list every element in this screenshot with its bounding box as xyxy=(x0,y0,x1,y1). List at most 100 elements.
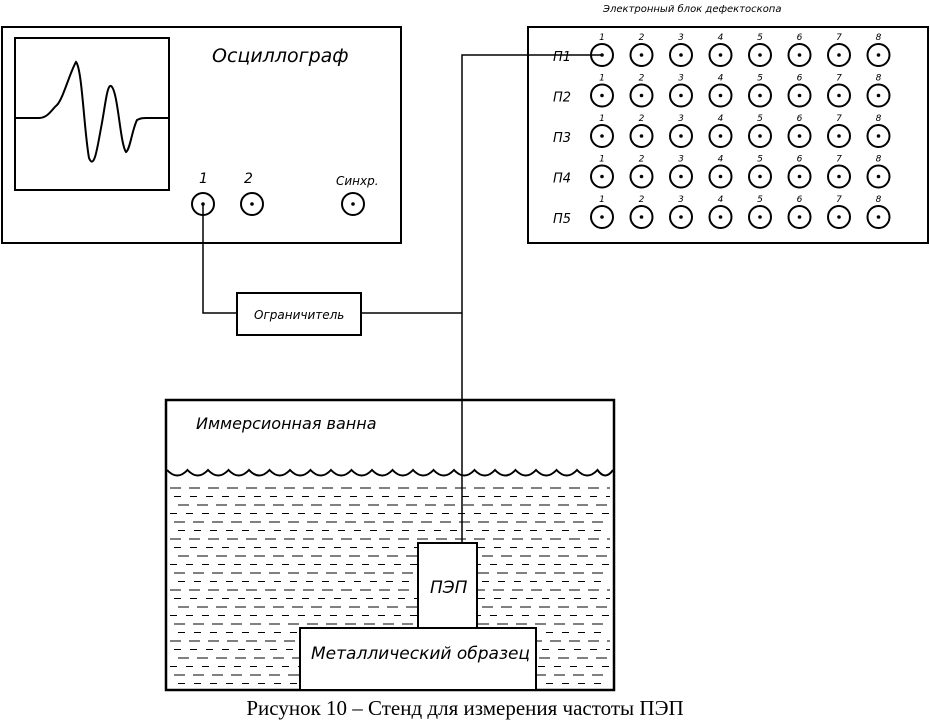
connector-socket xyxy=(590,124,614,148)
water-surface xyxy=(166,468,614,477)
column-label: 7 xyxy=(836,114,842,124)
connector-socket-pin xyxy=(837,53,841,57)
column-label: 4 xyxy=(718,33,724,43)
column-label: 4 xyxy=(718,155,724,165)
immersion-bath: Иммерсионная ванна ПЭП Металлический обр… xyxy=(164,398,616,692)
oscilloscope-screen xyxy=(14,37,170,191)
oscilloscope-input-1-label: 1 xyxy=(199,171,208,187)
connector-socket xyxy=(866,43,891,67)
metal-sample xyxy=(299,627,537,691)
flaw-detector-title: Электронный блок дефектоскопа xyxy=(602,3,781,15)
row-label-3: П3 xyxy=(553,131,571,146)
connector-socket-pin xyxy=(718,174,723,179)
connector-socket xyxy=(669,205,693,229)
column-label: 3 xyxy=(678,33,684,43)
connector-socket xyxy=(669,43,693,67)
connector-socket xyxy=(827,205,851,229)
connector-socket-pin xyxy=(718,53,723,57)
connector-socket-pin xyxy=(758,93,762,98)
column-label: 6 xyxy=(797,74,803,84)
column-label: 1 xyxy=(599,114,605,124)
column-label: 6 xyxy=(797,155,803,165)
connector-socket-pin xyxy=(758,174,762,179)
connector-socket-pin xyxy=(679,174,683,179)
oscilloscope-sync-label: Синхр. xyxy=(336,174,379,188)
row-label-2: П2 xyxy=(553,91,571,106)
connector-socket xyxy=(708,83,733,108)
oscilloscope-body xyxy=(1,26,402,244)
column-label: 2 xyxy=(639,195,645,205)
column-label: 1 xyxy=(599,33,605,43)
column-label: 7 xyxy=(836,74,842,84)
connector-socket xyxy=(590,205,614,229)
connector-socket xyxy=(669,83,693,108)
flaw-detector-body xyxy=(527,26,929,244)
connector-socket xyxy=(708,164,733,189)
connector-socket xyxy=(629,164,654,189)
connector-socket-pin xyxy=(758,53,762,57)
oscilloscope-sync-input xyxy=(341,192,365,216)
connector-socket xyxy=(866,124,891,148)
oscillogram-waveform xyxy=(15,60,169,163)
column-label: 3 xyxy=(678,114,684,124)
connector-socket-pin xyxy=(876,53,881,57)
connector-socket xyxy=(787,164,812,189)
column-label: 6 xyxy=(797,33,803,43)
connector-socket xyxy=(748,43,772,67)
connector-socket-pin xyxy=(600,174,604,179)
connector-socket-pin xyxy=(837,215,841,219)
connector-socket xyxy=(669,164,693,189)
column-label: 1 xyxy=(599,74,605,84)
connector-socket-pin xyxy=(600,134,604,138)
column-label: 1 xyxy=(599,195,605,205)
connector-socket-pin xyxy=(797,174,802,179)
connector-socket-pin xyxy=(679,93,683,98)
column-label: 8 xyxy=(876,114,882,124)
column-label: 7 xyxy=(836,155,842,165)
connector-socket-pin xyxy=(876,134,881,138)
column-label: 5 xyxy=(757,114,763,124)
connector-socket xyxy=(827,164,851,189)
column-label: 5 xyxy=(757,155,763,165)
connector-socket-pin xyxy=(679,215,683,219)
connector-socket xyxy=(708,205,733,229)
connector-socket-pin xyxy=(837,93,841,98)
column-label: 8 xyxy=(876,33,882,43)
connector-socket-pin xyxy=(600,215,604,219)
connector-socket-pin xyxy=(600,93,604,98)
connector-socket-pin xyxy=(837,174,841,179)
row-label-5: П5 xyxy=(553,212,571,227)
column-label: 7 xyxy=(836,195,842,205)
column-label: 2 xyxy=(639,33,645,43)
connector-socket xyxy=(748,83,772,108)
column-label: 5 xyxy=(757,195,763,205)
wire-oscilloscope-to-limiter xyxy=(202,204,237,314)
connector-socket xyxy=(590,164,614,189)
connector-socket-pin xyxy=(758,215,762,219)
column-label: 6 xyxy=(797,195,803,205)
connector-socket xyxy=(669,124,693,148)
oscilloscope-input-2 xyxy=(240,192,264,216)
connector-socket xyxy=(787,83,812,108)
column-label: 5 xyxy=(757,74,763,84)
connector-socket-pin xyxy=(758,134,762,138)
connector-socket xyxy=(827,43,851,67)
column-label: 3 xyxy=(678,74,684,84)
connector-socket-pin xyxy=(639,174,644,179)
connector-socket xyxy=(866,83,891,108)
connector-socket xyxy=(866,205,891,229)
column-label: 4 xyxy=(718,114,724,124)
bath-title: Иммерсионная ванна xyxy=(196,414,377,433)
connector-socket-pin xyxy=(639,53,644,57)
connector-socket xyxy=(629,205,654,229)
connector-socket xyxy=(708,124,733,148)
column-label: 8 xyxy=(876,195,882,205)
connector-socket xyxy=(629,43,654,67)
column-label: 4 xyxy=(718,195,724,205)
connector-socket xyxy=(748,205,772,229)
connector-socket-pin xyxy=(797,53,802,57)
column-label: 2 xyxy=(639,155,645,165)
connector-socket xyxy=(866,164,891,189)
